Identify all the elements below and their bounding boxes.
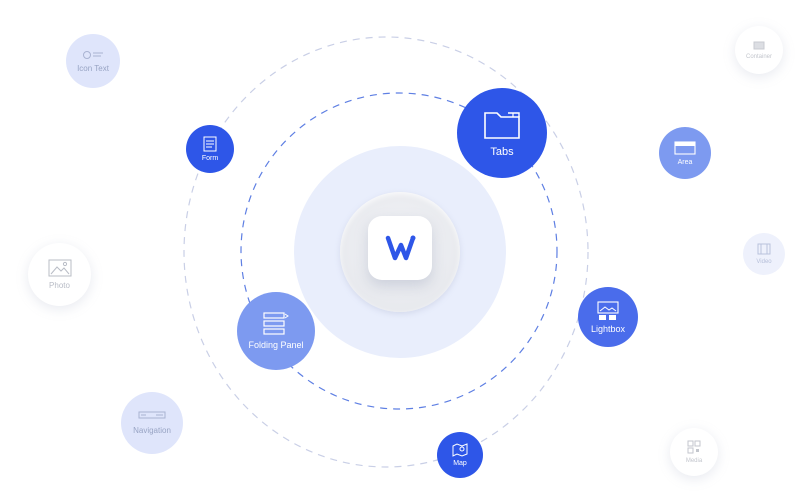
module-lightbox[interactable]: Lightbox xyxy=(578,287,638,347)
module-navigation-label: Navigation xyxy=(133,426,171,435)
module-media-label: Media xyxy=(685,458,703,464)
module-form-label: Form xyxy=(201,155,219,162)
folder-icon xyxy=(484,111,520,139)
module-photo-label: Photo xyxy=(49,281,70,290)
folding-panel-icon xyxy=(263,312,289,335)
module-media[interactable]: Media xyxy=(670,428,718,476)
area-icon xyxy=(674,140,696,155)
outer-orbit-ring xyxy=(183,36,589,468)
module-map[interactable]: Map xyxy=(437,432,483,478)
module-form[interactable]: Form xyxy=(186,125,234,173)
inner-orbit-ring xyxy=(240,92,558,410)
module-tabs[interactable]: Tabs xyxy=(457,88,547,178)
module-area[interactable]: Area xyxy=(659,127,711,179)
qr-code-icon xyxy=(687,440,701,454)
video-icon xyxy=(757,243,771,255)
module-photo[interactable]: Photo xyxy=(28,243,91,306)
module-container-label: Container xyxy=(745,53,772,60)
module-folding-panel[interactable]: Folding Panel xyxy=(237,292,315,370)
module-video[interactable]: Video xyxy=(743,233,785,275)
module-area-label: Area xyxy=(677,158,693,166)
lightbox-icon xyxy=(597,300,619,320)
map-pin-icon xyxy=(452,443,468,457)
module-map-label: Map xyxy=(453,460,467,467)
module-icon-text-label: Icon Text xyxy=(77,63,109,73)
w-logo-icon xyxy=(385,235,416,261)
brand-logo-tile[interactable] xyxy=(368,216,432,280)
module-icon-text[interactable]: Icon Text xyxy=(66,34,120,88)
module-video-label: Video xyxy=(756,259,772,265)
icon-text-icon xyxy=(83,50,103,59)
module-container[interactable]: Container xyxy=(735,26,783,74)
module-tabs-label: Tabs xyxy=(490,145,514,158)
module-navigation[interactable]: Navigation xyxy=(121,392,183,454)
navigation-bar-icon xyxy=(138,411,166,419)
module-lightbox-label: Lightbox xyxy=(590,323,626,334)
form-list-icon xyxy=(203,136,217,152)
image-icon xyxy=(48,259,71,277)
container-icon xyxy=(753,41,765,49)
module-folding-panel-label: Folding Panel xyxy=(248,340,304,350)
